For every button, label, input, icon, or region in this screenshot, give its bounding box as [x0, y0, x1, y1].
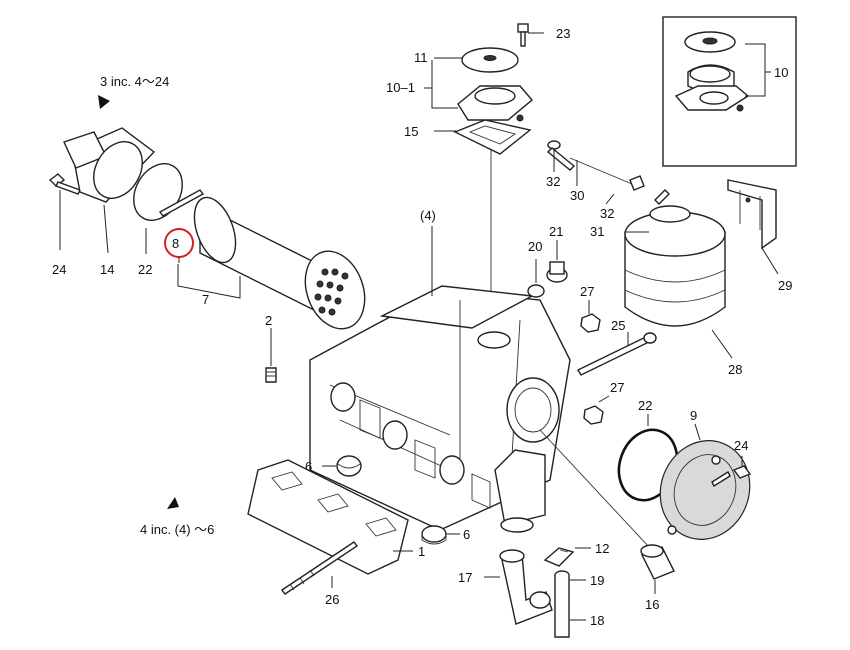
label-10-1: 10–1: [386, 80, 415, 95]
label-16: 16: [645, 597, 659, 612]
note-inc-bottom: 4 inc. (4) ～6: [140, 522, 214, 537]
label-31: 31: [590, 224, 604, 239]
part-32-30-pin: [546, 140, 576, 171]
main-block: [309, 285, 571, 533]
label-4-paren: (4): [420, 208, 436, 223]
part-28-tank: [624, 211, 726, 327]
arrow-marker-top: [98, 95, 110, 109]
label-8: 8: [172, 236, 179, 251]
label-29: 29: [778, 278, 792, 293]
part-25-stud: [577, 332, 657, 376]
part-12-fitting: [543, 547, 575, 567]
label-1: 1: [418, 544, 425, 559]
label-32-left: 32: [546, 174, 560, 189]
part-9-cover: [659, 440, 751, 540]
label-9: 9: [690, 408, 697, 423]
part-31-cap: [649, 189, 691, 223]
label-26: 26: [325, 592, 339, 607]
part-17-elbow: [499, 549, 553, 625]
part-19-18-pipe: [554, 570, 570, 638]
part-24-bolt-left: [48, 173, 81, 195]
label-22-left: 22: [138, 262, 152, 277]
part-6-plug-bottom: [421, 525, 447, 545]
part-23-bolt: [517, 23, 529, 47]
label-2: 2: [265, 313, 272, 328]
part-24-bolt-right: [711, 465, 752, 488]
label-30: 30: [570, 188, 584, 203]
label-32-right: 32: [600, 206, 614, 221]
label-27-bottom: 27: [610, 380, 624, 395]
label-20: 20: [528, 239, 542, 254]
label-18: 18: [590, 613, 604, 628]
arrow-marker-bottom: [167, 497, 179, 509]
part-27-nut-bottom: [583, 405, 604, 425]
part-10-inset-drawing: [674, 31, 750, 112]
label-10: 10: [774, 65, 788, 80]
part-14-cover: [63, 127, 156, 203]
part-10-1-elbow: [457, 85, 533, 122]
label-17: 17: [458, 570, 472, 585]
label-23: 23: [556, 26, 570, 41]
part-2-stud: [265, 367, 277, 383]
part-6-plug-left: [336, 455, 362, 477]
label-12: 12: [595, 541, 609, 556]
label-11: 11: [414, 50, 428, 65]
label-28: 28: [728, 362, 742, 377]
label-14: 14: [100, 262, 114, 277]
part-15-gasket: [453, 119, 532, 155]
part-gasket-lower: [247, 459, 409, 575]
label-24-left: 24: [52, 262, 66, 277]
part-29-bracket: [727, 179, 777, 250]
part-16-union: [640, 544, 675, 580]
part-8-strip: [158, 189, 205, 217]
label-25: 25: [611, 318, 625, 333]
label-22-right: 22: [638, 398, 652, 413]
label-21: 21: [549, 224, 563, 239]
note-inc-top: 3 inc. 4～24: [100, 74, 169, 89]
part-7-cooler: [193, 196, 366, 330]
part-26-stud: [280, 541, 359, 595]
label-19: 19: [590, 573, 604, 588]
part-21-plug: [546, 261, 568, 283]
label-7: 7: [202, 292, 209, 307]
part-20-washer: [527, 284, 545, 298]
label-24-right: 24: [734, 438, 748, 453]
part-32-bolt: [629, 175, 645, 191]
label-6-bottom: 6: [463, 527, 470, 542]
part-11-cap: [461, 47, 519, 73]
label-27-top: 27: [580, 284, 594, 299]
part-27-nut-top: [580, 313, 601, 333]
label-6-left: 6: [305, 459, 312, 474]
label-15: 15: [404, 124, 418, 139]
